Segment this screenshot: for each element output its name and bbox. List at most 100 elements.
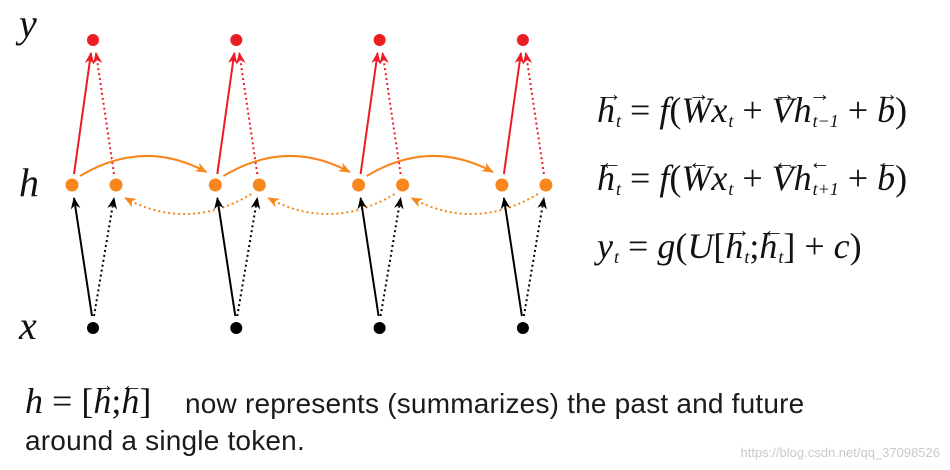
subscript: t — [728, 111, 734, 132]
math-symbol: h←t — [597, 152, 622, 200]
math-operator: ] — [139, 383, 151, 419]
vector-arrow-accent: → — [809, 82, 831, 107]
caption-concat-formula: h = [h→;h←] — [25, 375, 151, 421]
math-glyph: ( — [669, 90, 682, 130]
equation-backward-state: h←t = f(W←xt + V←h←t+1 + b←) — [597, 152, 907, 200]
math-glyph: h — [597, 158, 615, 198]
math-glyph: W — [681, 158, 712, 198]
forward-recurrent-arrow — [79, 155, 208, 177]
input-to-forward-arrow — [214, 196, 237, 317]
input-to-backward-arrow — [93, 196, 117, 317]
math-symbol: U — [687, 228, 713, 264]
forward-to-output-arrow — [359, 51, 381, 175]
subscript: t — [616, 111, 622, 132]
math-glyph: h — [121, 381, 140, 421]
math-glyph: + — [838, 158, 878, 198]
math-symbol: V→ — [772, 84, 796, 128]
math-operator: [ — [81, 383, 93, 419]
input-node — [516, 322, 529, 334]
math-symbol: h←t — [759, 220, 784, 267]
math-symbol: g — [657, 228, 675, 264]
backward-to-output-arrow — [379, 51, 402, 175]
math-glyph: h — [793, 158, 812, 198]
math-glyph: = — [621, 90, 660, 130]
math-operator: + — [733, 160, 771, 196]
math-operator: ) — [895, 160, 907, 196]
bidirectional-rnn-diagram — [65, 34, 553, 334]
math-glyph: h — [597, 90, 615, 130]
forward-to-output-arrow — [73, 51, 95, 175]
math-operator: ) — [895, 92, 907, 128]
math-operator: ( — [669, 160, 681, 196]
hidden-forward-node — [65, 178, 79, 192]
math-glyph: ) — [849, 226, 862, 266]
forward-to-output-arrow — [502, 51, 525, 175]
math-glyph: h — [25, 381, 43, 421]
math-operator: ; — [111, 383, 121, 419]
math-symbol: h — [25, 383, 43, 419]
math-glyph: = — [43, 381, 82, 421]
caption-line-2: around a single token. — [25, 425, 305, 456]
math-symbol: b→ — [877, 84, 899, 128]
math-symbol: f — [659, 92, 669, 128]
math-glyph: c — [833, 226, 850, 266]
vector-arrow-accent: → — [728, 218, 751, 243]
backward-to-output-arrow — [92, 51, 115, 175]
subscript: t — [728, 179, 734, 200]
math-glyph: V — [771, 158, 794, 198]
math-glyph: h — [759, 226, 778, 266]
input-node — [230, 322, 243, 334]
vector-arrow-accent: → — [600, 82, 622, 107]
subscript: t — [616, 179, 622, 200]
math-operator: + — [839, 160, 877, 196]
math-glyph: ] — [139, 381, 152, 421]
math-glyph: W — [681, 90, 712, 130]
subscript: t−1 — [812, 111, 839, 132]
backward-to-output-arrow — [236, 51, 259, 175]
math-operator: [ — [713, 228, 725, 264]
vector-arrow-accent: ← — [809, 150, 831, 175]
math-glyph: ( — [675, 226, 688, 266]
math-symbol: W→ — [681, 84, 712, 130]
math-glyph: x — [711, 158, 728, 198]
math-operator: = — [621, 160, 659, 196]
math-glyph: ] — [783, 226, 796, 266]
math-glyph: f — [659, 158, 670, 198]
forward-to-output-arrow — [216, 51, 238, 175]
math-glyph: + — [838, 90, 878, 130]
math-operator: = — [621, 92, 659, 128]
math-operator: = — [43, 383, 81, 419]
hidden-forward-node — [495, 178, 509, 192]
math-symbol: h→t — [725, 220, 750, 268]
input-to-forward-arrow — [70, 196, 93, 317]
watermark: https://blog.csdn.net/qq_37098526 — [740, 445, 941, 460]
vector-arrow-accent: ← — [120, 373, 143, 398]
vector-arrow-accent: ← — [687, 150, 710, 175]
math-symbol: h←t+1 — [793, 152, 839, 199]
input-row-label: x — [19, 303, 37, 348]
output-node — [516, 34, 529, 46]
math-operator: ; — [749, 228, 759, 264]
subscript: t — [613, 247, 619, 268]
math-operator: + — [733, 92, 771, 128]
vector-arrow-accent: → — [687, 82, 710, 107]
math-operator: ) — [850, 228, 862, 264]
input-node — [87, 322, 99, 334]
subscript: t — [744, 247, 750, 268]
math-symbol: yt — [597, 228, 619, 268]
math-glyph: = — [619, 226, 658, 266]
math-glyph: h — [93, 381, 112, 421]
math-glyph: h — [793, 90, 812, 130]
hidden-forward-node — [208, 178, 222, 192]
input-to-forward-arrow — [357, 196, 380, 317]
math-glyph: = — [621, 158, 660, 198]
math-glyph: ) — [895, 90, 908, 130]
output-node — [230, 34, 243, 46]
equation-output: yt = g(U[h→t;h←t] + c) — [597, 220, 862, 268]
math-glyph: b — [877, 158, 896, 198]
math-operator: ( — [669, 92, 681, 128]
math-symbol: h→ — [93, 375, 115, 421]
math-glyph: + — [733, 90, 772, 130]
math-symbol: xt — [711, 158, 734, 200]
